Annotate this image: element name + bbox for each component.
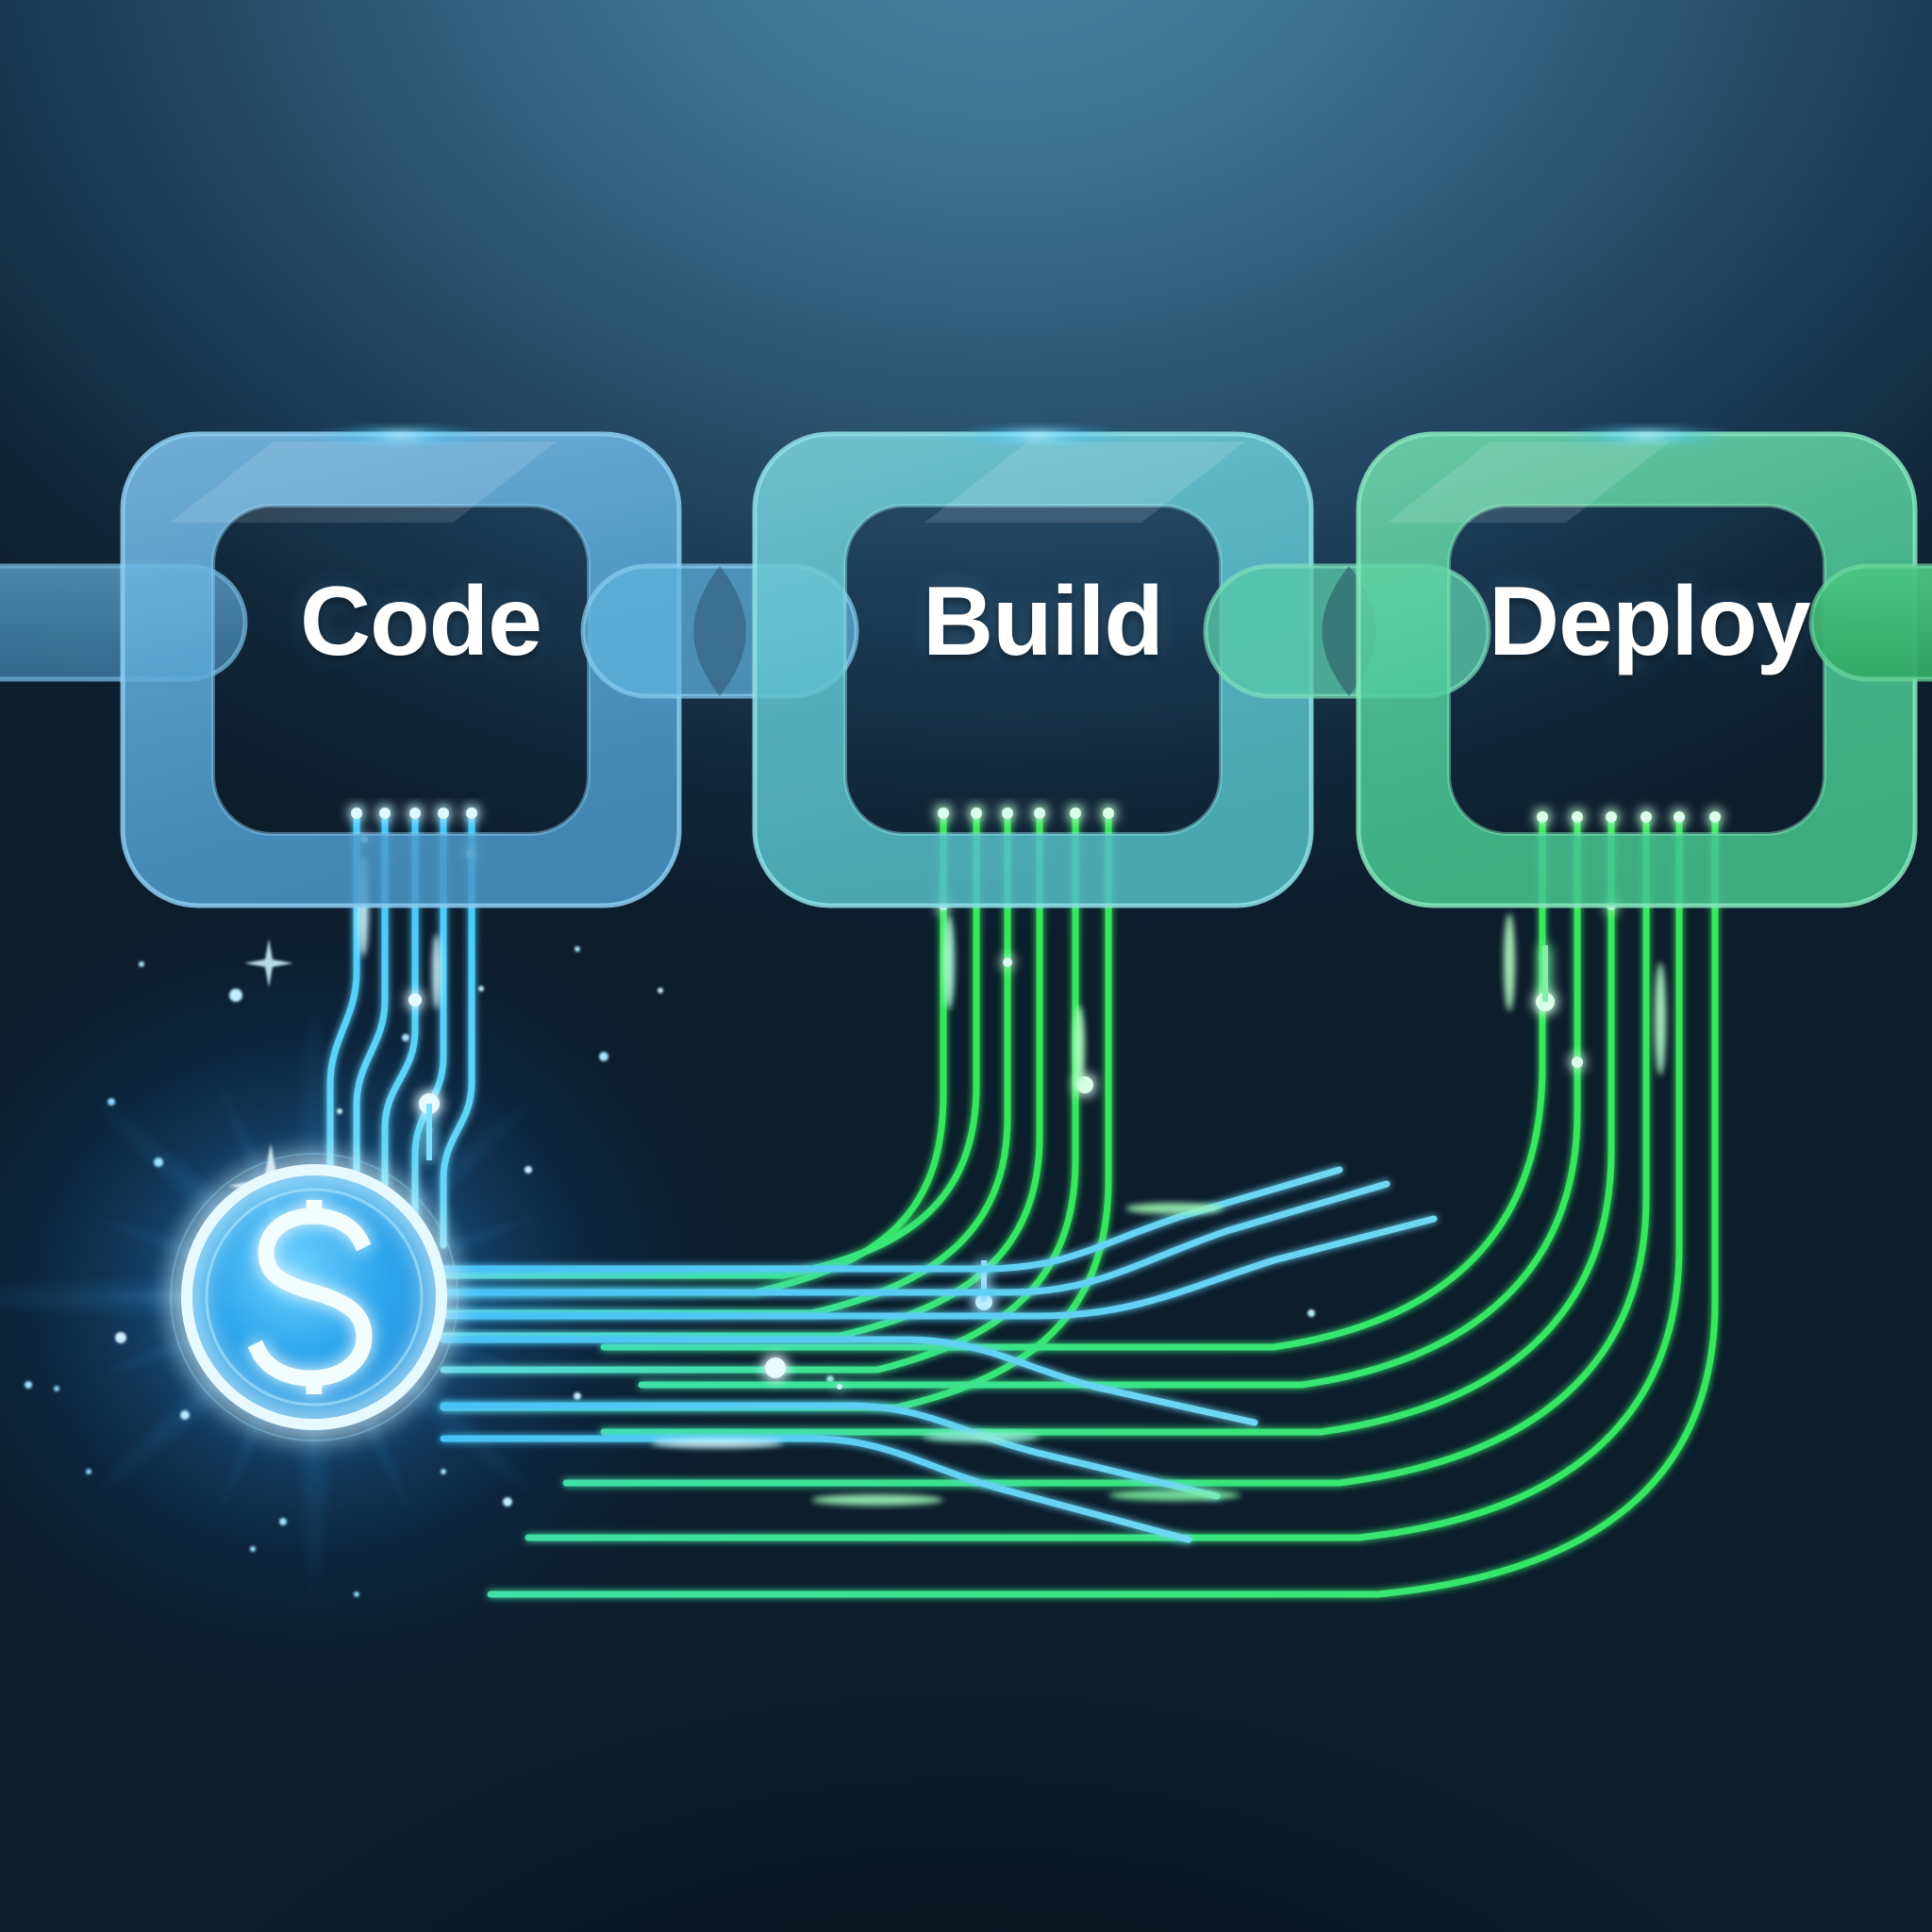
- chain-node-build[interactable]: [752, 425, 1314, 908]
- node-label-build: Build: [923, 567, 1164, 676]
- coin-output-trace-stub: [440, 1357, 842, 1390]
- node-label-code: Code: [300, 567, 542, 676]
- build-top-flare: [948, 425, 1127, 446]
- dollar-symbol-icon: [247, 1200, 373, 1394]
- coin-output-traces: [440, 1166, 1438, 1543]
- dollar-coin[interactable]: [170, 1153, 458, 1441]
- node-label-deploy: Deploy: [1489, 567, 1811, 676]
- chain-node-deploy[interactable]: [1356, 425, 1918, 908]
- code-top-flare: [311, 425, 491, 446]
- trace-light-pulses: [358, 855, 1666, 1506]
- chain-node-code[interactable]: [120, 425, 682, 908]
- chain-link-right: [1808, 563, 1932, 682]
- deploy-top-flare: [1557, 425, 1736, 446]
- node-wire-emitters: [351, 808, 1721, 823]
- deploy-traces: [487, 812, 1719, 1598]
